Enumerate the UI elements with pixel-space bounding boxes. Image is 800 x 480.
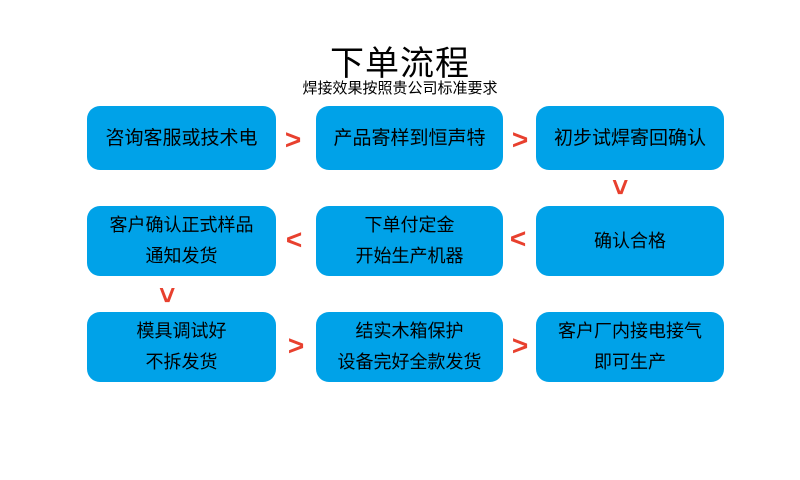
flow-step-line: 开始生产机器 — [355, 246, 464, 266]
flow-step-5: 下单付定金 开始生产机器 — [316, 206, 503, 276]
flow-step-line: 客户厂内接电接气 — [558, 321, 702, 341]
flow-step-7: 模具调试好 不拆发货 — [87, 312, 276, 382]
arrow-right-icon: > — [284, 124, 302, 155]
flow-step-line: 设备完好全款发货 — [337, 352, 482, 372]
arrow-down-icon: > — [152, 286, 183, 304]
flow-step-line: 即可生产 — [594, 352, 666, 372]
flow-step-6: 确认合格 — [536, 206, 724, 276]
arrow-down-icon: > — [605, 178, 636, 196]
flow-step-2: 产品寄样到恒声特 — [316, 106, 503, 170]
flow-step-line: 结实木箱保护 — [355, 321, 464, 341]
flow-step-line: 咨询客服或技术电 — [105, 127, 258, 149]
flow-step-9: 客户厂内接电接气 即可生产 — [536, 312, 724, 382]
arrow-left-icon: < — [285, 224, 303, 255]
flow-step-line: 下单付定金 — [364, 215, 455, 235]
flow-step-3: 初步试焊寄回确认 — [536, 106, 724, 170]
flow-step-line: 通知发货 — [145, 246, 218, 266]
page-title: 下单流程 — [330, 45, 470, 83]
arrow-right-icon: > — [511, 330, 529, 361]
flow-step-line: 不拆发货 — [145, 352, 218, 372]
flow-step-4: 客户确认正式样品 通知发货 — [87, 206, 276, 276]
flow-step-line: 确认合格 — [594, 230, 666, 251]
flow-step-8: 结实木箱保护 设备完好全款发货 — [316, 312, 503, 382]
page-subtitle: 焊接效果按照贵公司标准要求 — [302, 80, 498, 97]
flow-step-line: 初步试焊寄回确认 — [553, 127, 706, 149]
arrow-right-icon: > — [287, 330, 305, 361]
flow-step-line: 产品寄样到恒声特 — [333, 127, 486, 149]
arrow-right-icon: > — [511, 124, 529, 155]
flow-step-1: 咨询客服或技术电 — [87, 106, 276, 170]
arrow-left-icon: < — [509, 223, 527, 254]
flow-step-line: 客户确认正式样品 — [109, 215, 254, 235]
flow-step-line: 模具调试好 — [136, 321, 227, 341]
